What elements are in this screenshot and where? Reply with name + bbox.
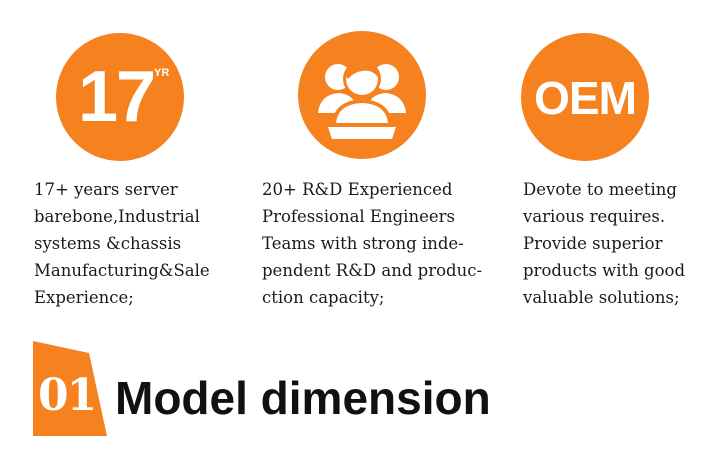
description-line: barebone,Industrial — [34, 207, 200, 226]
feature-description-oem: Devote to meeting various requires. Prov… — [523, 176, 685, 311]
17-years-badge-icon: 17 YR — [56, 33, 184, 161]
years-suffix: YR — [154, 67, 170, 79]
description-line: systems &chassis — [34, 234, 182, 253]
description-line: pendent R&D and produc- — [262, 261, 483, 280]
section-title: Model dimension — [115, 372, 491, 424]
section-number: 01 — [38, 370, 97, 421]
description-line: products with good — [523, 261, 686, 280]
feature-description-experience: 17+ years server barebone,Industrial sys… — [34, 176, 210, 311]
feature-description-engineers: 20+ R&D Experienced Professional Enginee… — [262, 176, 482, 311]
oem-label: OEM — [534, 72, 637, 124]
description-line: various requires. — [523, 207, 666, 226]
description-line: valuable solutions; — [523, 288, 680, 307]
description-line: Provide superior — [523, 234, 663, 253]
description-line: ction capacity; — [262, 288, 385, 307]
description-line: Experience; — [34, 288, 134, 307]
description-line: Manufacturing&Sale — [34, 261, 210, 280]
years-number: 17 — [78, 57, 156, 137]
description-line: Teams with strong inde- — [262, 234, 464, 253]
description-line: Devote to meeting — [523, 180, 677, 199]
section-number-badge — [33, 341, 107, 436]
team-people-icon — [318, 60, 406, 139]
engineer-team-icon — [298, 31, 426, 159]
oem-badge-icon: OEM — [521, 33, 649, 161]
description-line: Professional Engineers — [262, 207, 455, 226]
description-line: 17+ years server — [34, 180, 178, 199]
description-line: 20+ R&D Experienced — [262, 180, 453, 199]
